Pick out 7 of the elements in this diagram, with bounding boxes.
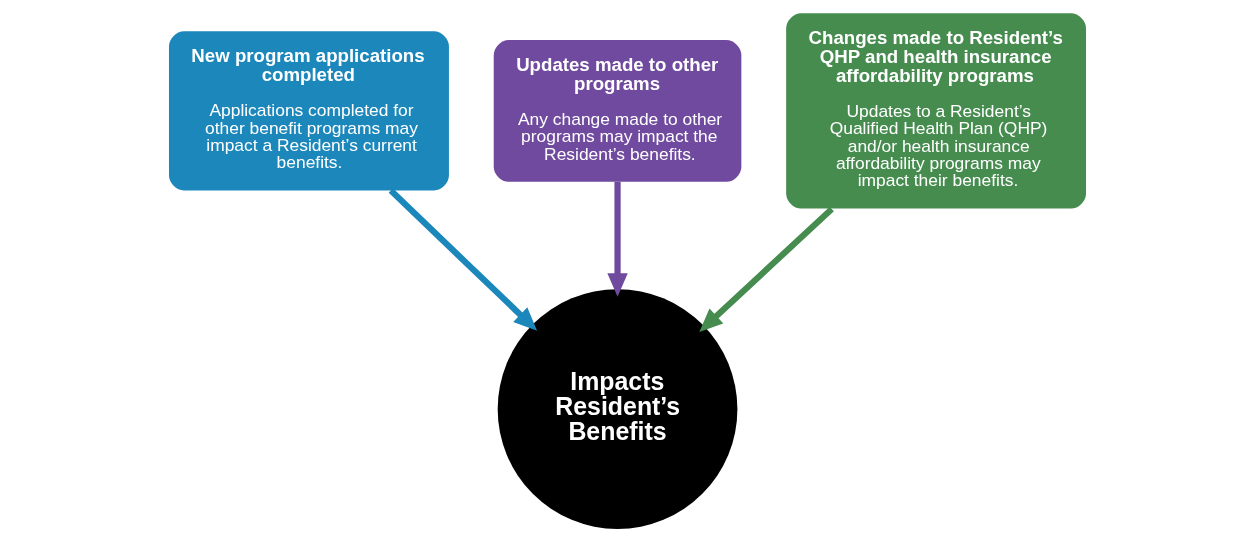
arrow [388, 188, 537, 331]
arrow [698, 206, 834, 332]
node-box: Updates made to other programs Any change made to other programs may impact the Resident’s benefits. [493, 40, 741, 182]
arrow [606, 181, 628, 297]
node-box: Changes made to Resident’s QHP and health insurance affordability programs Updates to a Resident’s Qualified Health Plan (QHP) and/or health insurance affordability programs may impact their benefits. [785, 13, 1086, 209]
node-box: New program applications completed Applications completed for other benefit programs may impact a Resident’s current benefits. [168, 31, 449, 191]
node-circle: Impacts Resident’s Benefits [497, 289, 737, 529]
